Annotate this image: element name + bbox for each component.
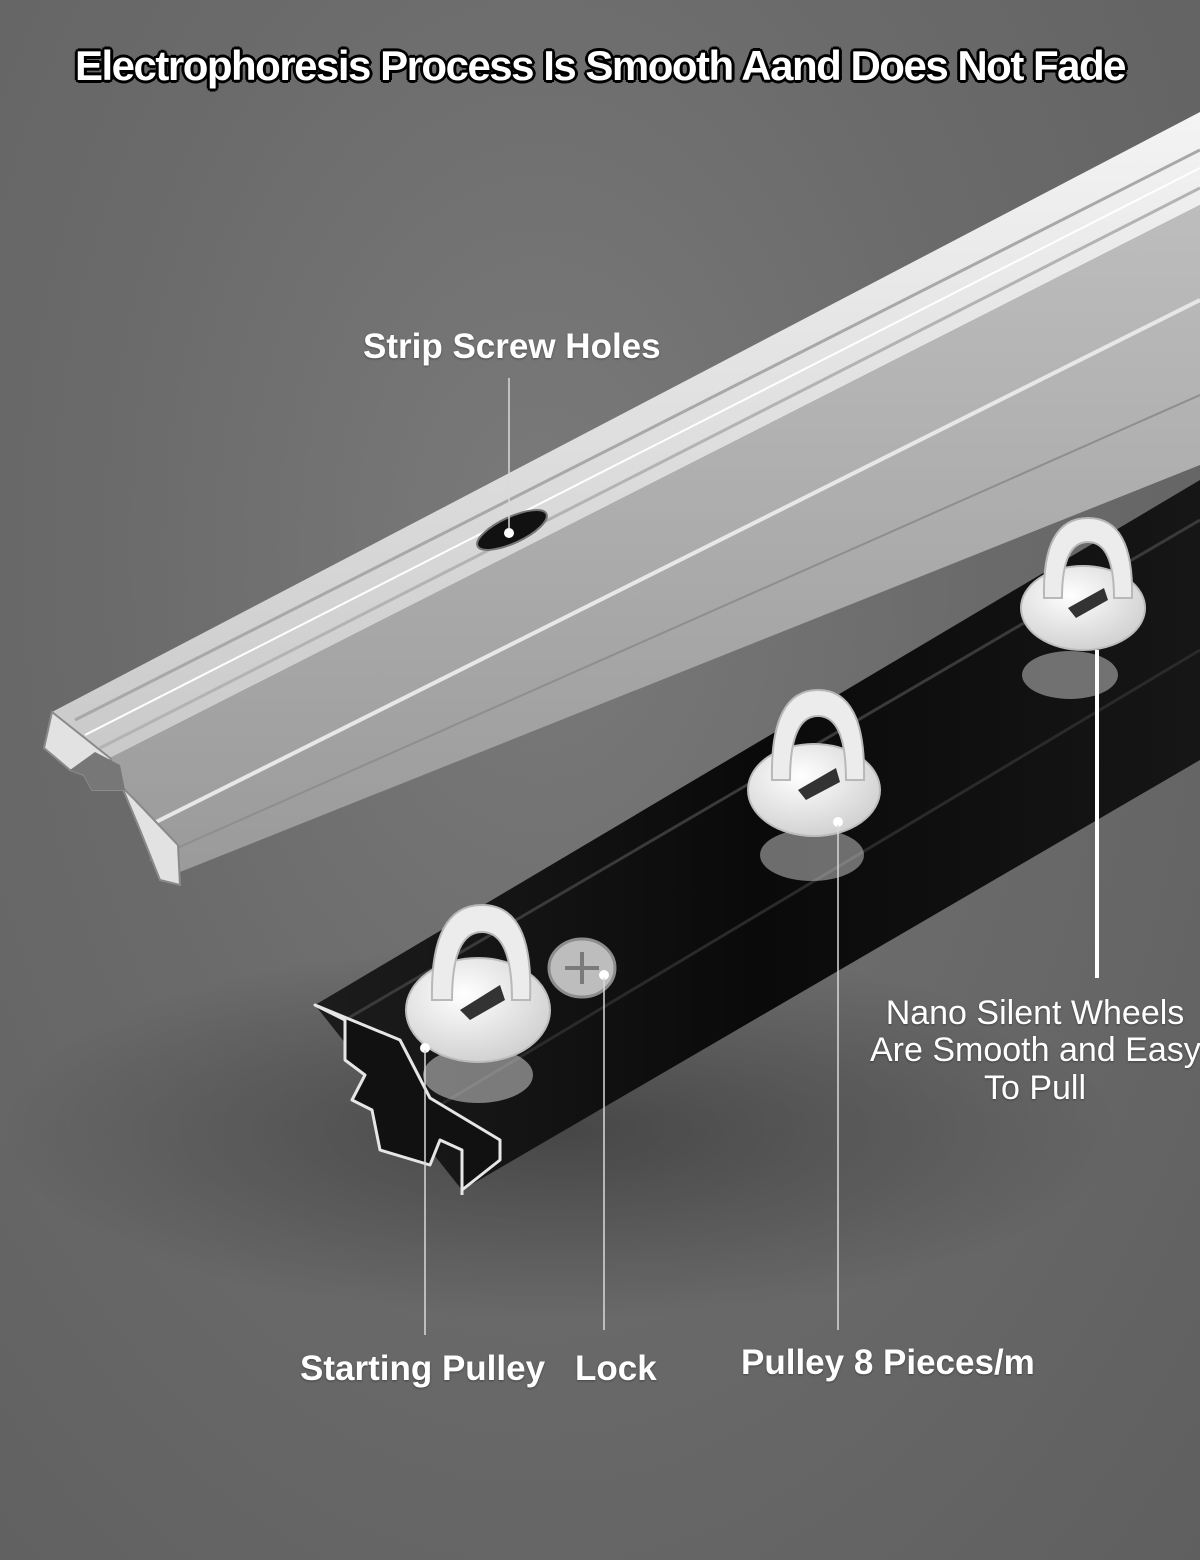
label-nano-wheels-line-3: To Pull — [983, 1068, 1087, 1107]
label-strip-screw-holes: Strip Screw Holes — [363, 327, 661, 366]
pulley-starting — [405, 903, 551, 1103]
lock-screw — [547, 937, 617, 999]
label-lock: Lock — [575, 1349, 657, 1388]
label-nano-wheels: Nano Silent Wheels Are Smooth and Easy T… — [870, 994, 1200, 1107]
label-pulley-density: Pulley 8 Pieces/m — [741, 1343, 1035, 1382]
silver-track — [42, 112, 1200, 887]
screw-hole-marker — [504, 528, 514, 538]
label-nano-wheels-line-2: Are Smooth and Easy — [870, 1031, 1200, 1070]
headline: Electrophoresis Process Is Smooth Aand D… — [74, 42, 1127, 89]
label-nano-wheels-line-1: Nano Silent Wheels — [885, 994, 1185, 1032]
pulley-far — [1020, 516, 1146, 699]
label-starting-pulley: Starting Pulley — [300, 1349, 546, 1388]
leader-lines — [424, 378, 1099, 1335]
